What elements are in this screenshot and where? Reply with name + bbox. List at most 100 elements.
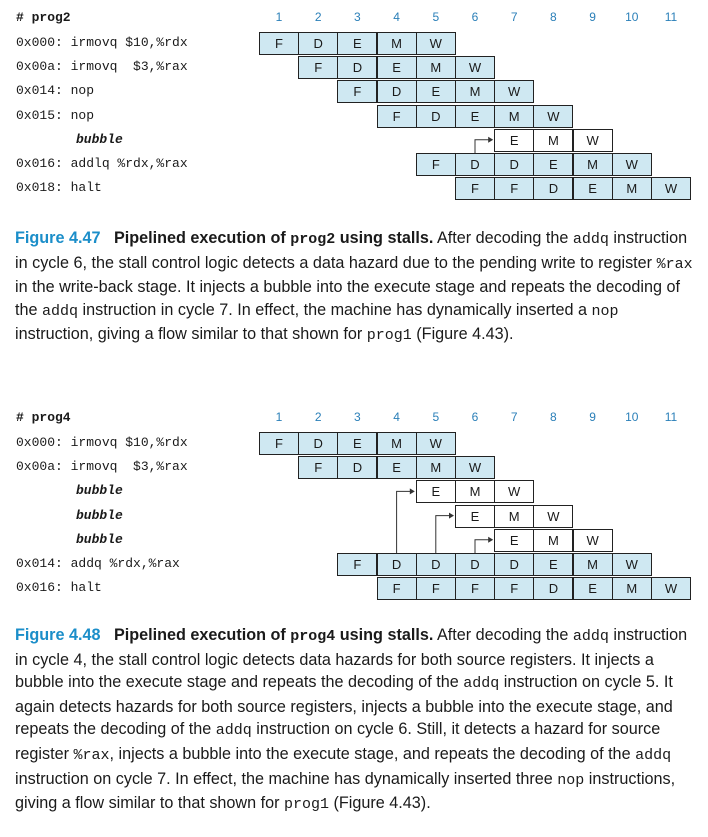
instruction-label: 0x014: nop: [16, 83, 95, 99]
program-title: # prog4: [16, 410, 71, 425]
stage-cell-w: W: [455, 456, 495, 480]
caption-text: instruction on cycle 7. In effect, the m…: [15, 769, 558, 788]
bubble-label: bubble: [76, 531, 123, 547]
caption-text: instructions, giving a flow similar to t…: [15, 769, 676, 813]
cycle-number: 4: [393, 10, 400, 24]
figure-title-text: Pipelined execution of: [113, 626, 291, 644]
caption-code: addq: [215, 722, 252, 740]
stage-cell-d: D: [376, 80, 417, 104]
bubble-label: bubble: [76, 483, 123, 499]
stall-arrow: [396, 490, 411, 553]
stage-cell-d: D: [415, 104, 456, 128]
stage-cell-f: F: [259, 32, 299, 55]
figure-4-48-caption: Figure 4.48 Pipelined execution of prog4…: [15, 624, 693, 817]
caption-code: prog1: [284, 796, 330, 814]
figure-title-code: prog2: [290, 231, 336, 248]
cycle-number: 3: [354, 10, 361, 24]
stage-cell-w: W: [455, 56, 495, 80]
instruction-label: 0x014: addq %rdx,%rax: [16, 556, 180, 571]
stage-cell-d: D: [533, 177, 574, 201]
stage-cell-f: F: [376, 577, 417, 601]
stage-cell-e: E: [494, 528, 535, 552]
stall-arrow: [474, 539, 490, 553]
caption-code: addq: [42, 302, 79, 320]
instruction-label: 0x015: nop: [16, 107, 95, 123]
instruction-label: 0x018: halt: [16, 180, 102, 196]
stage-cell-e: E: [533, 153, 574, 176]
cycle-number: 3: [354, 410, 361, 424]
cycle-number: 8: [550, 410, 557, 424]
caption-code: addq: [635, 746, 672, 764]
cycle-number: 10: [625, 410, 639, 424]
caption-text: instruction in cycle 4, the stall contro…: [15, 626, 688, 692]
stall-arrows: [474, 136, 494, 153]
stage-cell-e: E: [455, 504, 495, 528]
caption-code: prog1: [366, 327, 412, 345]
cycle-number: 2: [314, 410, 322, 424]
stage-cell-w: W: [494, 480, 535, 504]
cycle-number: 1: [275, 410, 283, 424]
cycle-number: 9: [589, 10, 596, 24]
stage-cell-m: M: [494, 504, 535, 528]
instruction-label: 0x000: irmovq $10,%rdx: [16, 435, 188, 450]
stall-arrow: [474, 139, 490, 153]
stage-cell-w: W: [415, 32, 456, 55]
figure-title: Pipelined execution of prog4 using stall…: [113, 626, 434, 645]
instruction-label: 0x016: halt: [16, 580, 102, 596]
caption-code: %rax: [73, 746, 110, 764]
caption-text: instruction in cycle 6, the stall contro…: [15, 229, 688, 272]
arrow-head: [449, 512, 454, 519]
caption-code: nop: [557, 771, 585, 789]
arrow-head: [409, 488, 415, 495]
cycle-number: 6: [471, 410, 479, 424]
bubble-label: bubble: [76, 507, 123, 523]
instruction-label: 0x00a: irmovq $3,%rax: [16, 59, 188, 75]
figure-title-code: prog4: [290, 628, 336, 645]
caption-text: After decoding the: [433, 626, 573, 644]
cycle-number: 8: [550, 10, 557, 24]
caption-text: , injects a bubble into the execute stag…: [109, 744, 636, 763]
stage-cell-w: W: [651, 177, 691, 201]
figure-label: Figure 4.47: [15, 229, 101, 247]
cycle-number: 7: [510, 410, 518, 424]
caption-text: instruction, giving a flow similar to th…: [15, 325, 367, 344]
cycle-number: 1: [275, 10, 283, 24]
caption-code: addq: [572, 231, 609, 248]
stage-cell-e: E: [376, 456, 417, 480]
caption-code: nop: [591, 302, 619, 320]
arrow-head: [488, 536, 494, 543]
figure-title-text: using stalls.: [335, 626, 434, 644]
cycle-number: 6: [471, 10, 479, 24]
stage-cell-f: F: [259, 432, 299, 455]
cycle-number: 7: [510, 10, 518, 24]
stall-arrow: [435, 515, 450, 553]
cycle-number: 2: [314, 10, 322, 24]
stall-arrows: [396, 488, 494, 553]
stage-cell-m: M: [572, 153, 613, 176]
caption-code: %rax: [656, 255, 693, 273]
stage-cell-e: E: [337, 432, 378, 455]
figure-label: Figure 4.48: [15, 626, 101, 644]
cycle-number: 5: [432, 10, 440, 24]
stage-cell-w: W: [611, 553, 652, 576]
caption-text: instruction on cycle 5. It again detects…: [15, 673, 673, 739]
stage-cell-w: W: [651, 577, 691, 601]
stage-cell-d: D: [376, 553, 417, 576]
stage-cell-w: W: [611, 153, 652, 176]
cycle-number: 9: [589, 410, 596, 424]
stage-cell-m: M: [494, 104, 535, 128]
caption-code: addq: [572, 628, 609, 645]
instruction-label: 0x000: irmovq $10,%rdx: [16, 35, 188, 50]
instruction-label: 0x016: addlq %rdx,%rax: [16, 156, 188, 171]
caption-text: instruction in cycle 7. In effect, the m…: [78, 300, 592, 319]
caption-text: (Figure 4.43).: [411, 325, 514, 344]
program-title: # prog2: [16, 10, 71, 25]
stage-cell-w: W: [533, 504, 574, 528]
figure-4-47-caption: Figure 4.47 Pipelined execution of prog2…: [15, 227, 693, 348]
cycle-number: 11: [664, 410, 678, 424]
caption-code: addq: [463, 675, 500, 693]
instruction-label: 0x00a: irmovq $3,%rax: [16, 459, 188, 475]
figure-title-text: using stalls.: [335, 229, 434, 247]
